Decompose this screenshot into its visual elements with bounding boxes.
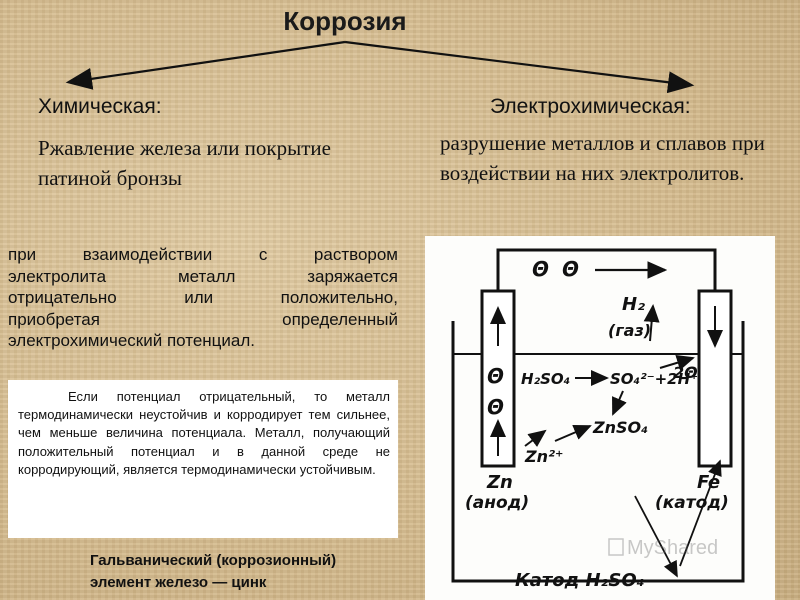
electron-top-2: Θ: [562, 257, 579, 281]
potential-explanation: при взаимодействии с раствором электроли…: [8, 244, 398, 352]
sulfate-arrow: [612, 390, 627, 416]
explanation-line: электрохимический потенциал.: [8, 331, 256, 351]
zn-label: Zn: [486, 472, 513, 493]
fe-role: (катод): [655, 493, 729, 513]
explanation-line: приобретая определенный: [8, 309, 398, 329]
zn-to-product-arrow: [554, 424, 592, 442]
galvanic-cell-svg: Θ Θ H₂ (газ) Θ Θ H₂SO₄ SO₄²⁻+2H⁺ 2Θ Zn²⁺…: [451, 248, 745, 591]
electron-top-1: Θ: [532, 257, 549, 281]
fe-label: Fe: [697, 472, 720, 493]
h2-label: H₂: [622, 294, 645, 315]
hydrogen-to-cathode-arrow: [659, 354, 695, 371]
acid-pointer: [679, 459, 722, 567]
reaction-left: H₂SO₄: [521, 370, 570, 388]
watermark-text: MyShared: [627, 537, 718, 559]
arrow-to-electrochemical: [344, 40, 695, 94]
electrochemical-description: разрушение металлов и сплавов при воздей…: [440, 131, 765, 185]
watermark-icon: [608, 538, 624, 556]
explanation-line: при взаимодействии с раствором: [8, 245, 398, 264]
zn-role: (анод): [465, 493, 529, 513]
diagram-caption: Гальванический (коррозионный) элемент же…: [90, 550, 420, 594]
galvanic-cell-diagram: Θ Θ H₂ (газ) Θ Θ H₂SO₄ SO₄²⁻+2H⁺ 2Θ Zn²⁺…: [425, 236, 775, 600]
explanation-line: отрицательно или положительно,: [8, 288, 398, 308]
cathode-pointer: [634, 495, 678, 578]
chemical-heading: Химическая:: [38, 95, 162, 118]
title-branch-arrows: [65, 40, 695, 94]
electrochemical-heading: Электрохимическая:: [490, 95, 691, 118]
note-text: Если потенциал отрицательный, то металл …: [18, 389, 390, 477]
electron-zn-2: Θ: [487, 395, 504, 419]
watermark: MyShared: [608, 537, 718, 559]
arrow-to-chemical: [65, 40, 346, 90]
explanation-line: электролита металл заряжается: [8, 266, 398, 286]
product-label: ZnSO₄: [592, 418, 648, 437]
electron-zn-1: Θ: [487, 364, 504, 388]
zn-ion-label: Zn²⁺: [524, 447, 563, 466]
reaction-right: SO₄²⁻+2H⁺: [610, 370, 698, 388]
gas-label: (газ): [608, 321, 651, 340]
external-wire: [496, 248, 717, 291]
zinc-ion-arrow: [524, 429, 547, 447]
caption-line: Гальванический (коррозионный): [90, 552, 337, 569]
page-title: Коррозия: [283, 6, 407, 36]
note-box: Если потенциал отрицательный, то металл …: [8, 380, 398, 538]
bottom-label: Катод H₂SO₄: [515, 570, 645, 591]
h2-rise-arrow: [643, 304, 660, 342]
vessel: [451, 321, 745, 583]
chemical-description: Ржавление железа или покрытие патиной бр…: [38, 136, 331, 190]
caption-line: элемент железо — цинк: [90, 574, 267, 591]
fe-charge: 2Θ: [673, 363, 698, 382]
